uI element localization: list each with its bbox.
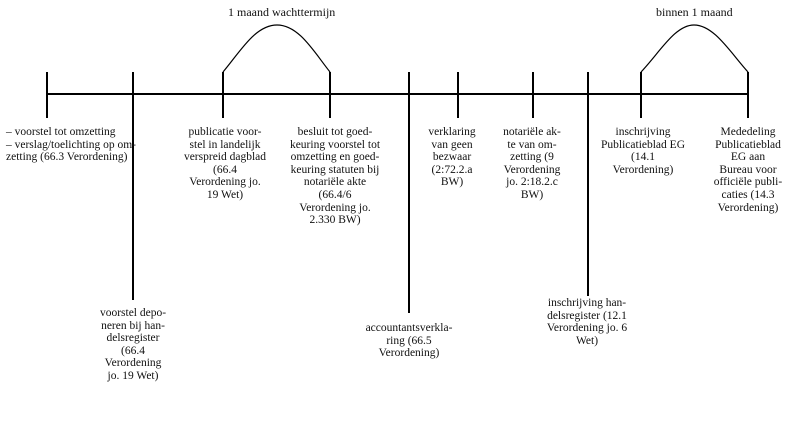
step-label-notarieel: notariële ak- te van om- zetting (9 Vero… (503, 126, 561, 201)
step-label-publicatie: publicatie voor- stel in landelijk versp… (183, 126, 267, 201)
step-label-mededeling: Mededeling Publicatieblad EG aan Bureau … (713, 126, 783, 214)
step-label-accountant: accountantsverkla- ring (66.5 Verordenin… (365, 322, 453, 360)
step-label-inschrijving-peg: inschrijving Publicatieblad EG (14.1 Ver… (601, 126, 685, 176)
step-label-voorstel: – voorstel tot omzetting – verslag/toeli… (6, 126, 136, 164)
period-arc-wachttermijn (222, 24, 331, 73)
period-arc-binnen (640, 24, 749, 73)
step-label-inschrijving-hr: inschrijving han- delsregister (12.1 Ver… (546, 297, 628, 347)
period-label-binnen: binnen 1 maand (656, 5, 733, 19)
step-label-verklaring: verklaring van geen bezwaar (2:72.2.a BW… (428, 126, 476, 189)
step-label-deponeren: voorstel depo- neren bij han- delsregist… (99, 307, 167, 382)
period-label-wachttermijn: 1 maand wachttermijn (228, 5, 336, 19)
step-label-besluit: besluit tot goed- keuring voorstel tot o… (289, 126, 381, 227)
